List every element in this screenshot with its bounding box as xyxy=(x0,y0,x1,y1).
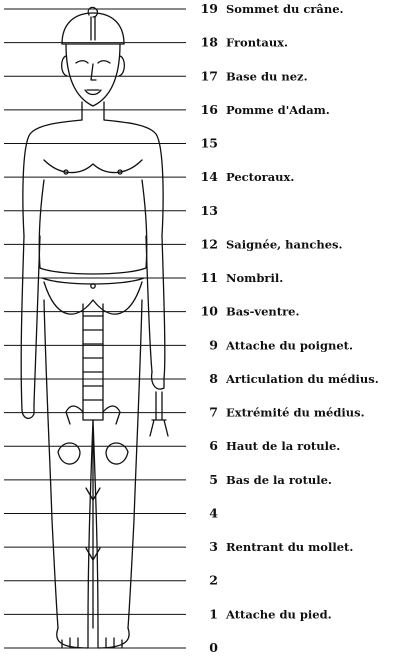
face xyxy=(66,44,120,106)
level-number-19: 19 xyxy=(201,1,218,16)
level-label-9: Attache du poignet. xyxy=(225,338,353,352)
right-eye xyxy=(98,61,110,63)
mouth xyxy=(85,90,101,95)
neck xyxy=(82,102,104,120)
level-number-12: 12 xyxy=(201,236,218,251)
level-number-4: 4 xyxy=(209,505,218,520)
kilt xyxy=(44,282,142,314)
level-number-8: 8 xyxy=(209,371,218,386)
left-arm xyxy=(21,236,40,410)
level-label-17: Base du nez. xyxy=(226,69,308,83)
level-label-3: Rentrant du mollet. xyxy=(226,540,353,554)
level-labels: 19Sommet du crâne.18Frontaux.17Base du n… xyxy=(201,1,379,655)
level-number-3: 3 xyxy=(209,539,218,554)
level-label-19: Sommet du crâne. xyxy=(226,2,344,16)
level-label-16: Pomme d'Adam. xyxy=(226,103,330,117)
right-arm xyxy=(146,236,165,378)
ankh xyxy=(150,392,168,436)
level-label-8: Articulation du médius. xyxy=(225,372,379,386)
level-number-17: 17 xyxy=(201,68,218,83)
level-number-0: 0 xyxy=(209,640,218,655)
chest-line xyxy=(44,160,142,173)
level-number-10: 10 xyxy=(201,304,219,319)
apron xyxy=(83,304,103,420)
left-hand xyxy=(22,404,34,418)
level-number-6: 6 xyxy=(209,438,218,453)
level-label-11: Nombril. xyxy=(226,271,283,285)
level-number-14: 14 xyxy=(201,169,219,184)
level-label-6: Haut de la rotule. xyxy=(226,439,340,453)
nose xyxy=(91,64,96,80)
apron-bands xyxy=(83,316,103,400)
level-label-14: Pectoraux. xyxy=(226,170,294,184)
level-label-1: Attache du pied. xyxy=(225,607,332,621)
level-label-10: Bas-ventre. xyxy=(226,305,299,319)
level-label-18: Frontaux. xyxy=(226,36,288,50)
level-number-7: 7 xyxy=(209,405,218,420)
belt xyxy=(40,268,146,284)
uraeus xyxy=(88,7,97,40)
level-number-11: 11 xyxy=(201,270,218,285)
level-label-7: Extrémité du médius. xyxy=(226,406,365,420)
level-number-13: 13 xyxy=(201,203,218,218)
level-number-9: 9 xyxy=(209,337,218,352)
level-number-18: 18 xyxy=(201,35,219,50)
level-label-5: Bas de la rotule. xyxy=(226,473,332,487)
waist xyxy=(39,180,147,268)
level-number-2: 2 xyxy=(209,573,218,588)
left-eye xyxy=(76,61,88,63)
level-number-16: 16 xyxy=(201,102,219,117)
egyptian-figure xyxy=(21,7,168,648)
level-number-5: 5 xyxy=(209,472,218,487)
level-label-12: Saignée, hanches. xyxy=(226,237,343,251)
right-hand xyxy=(152,372,164,389)
level-number-15: 15 xyxy=(201,136,218,151)
level-number-1: 1 xyxy=(209,606,218,621)
torso xyxy=(23,120,163,236)
